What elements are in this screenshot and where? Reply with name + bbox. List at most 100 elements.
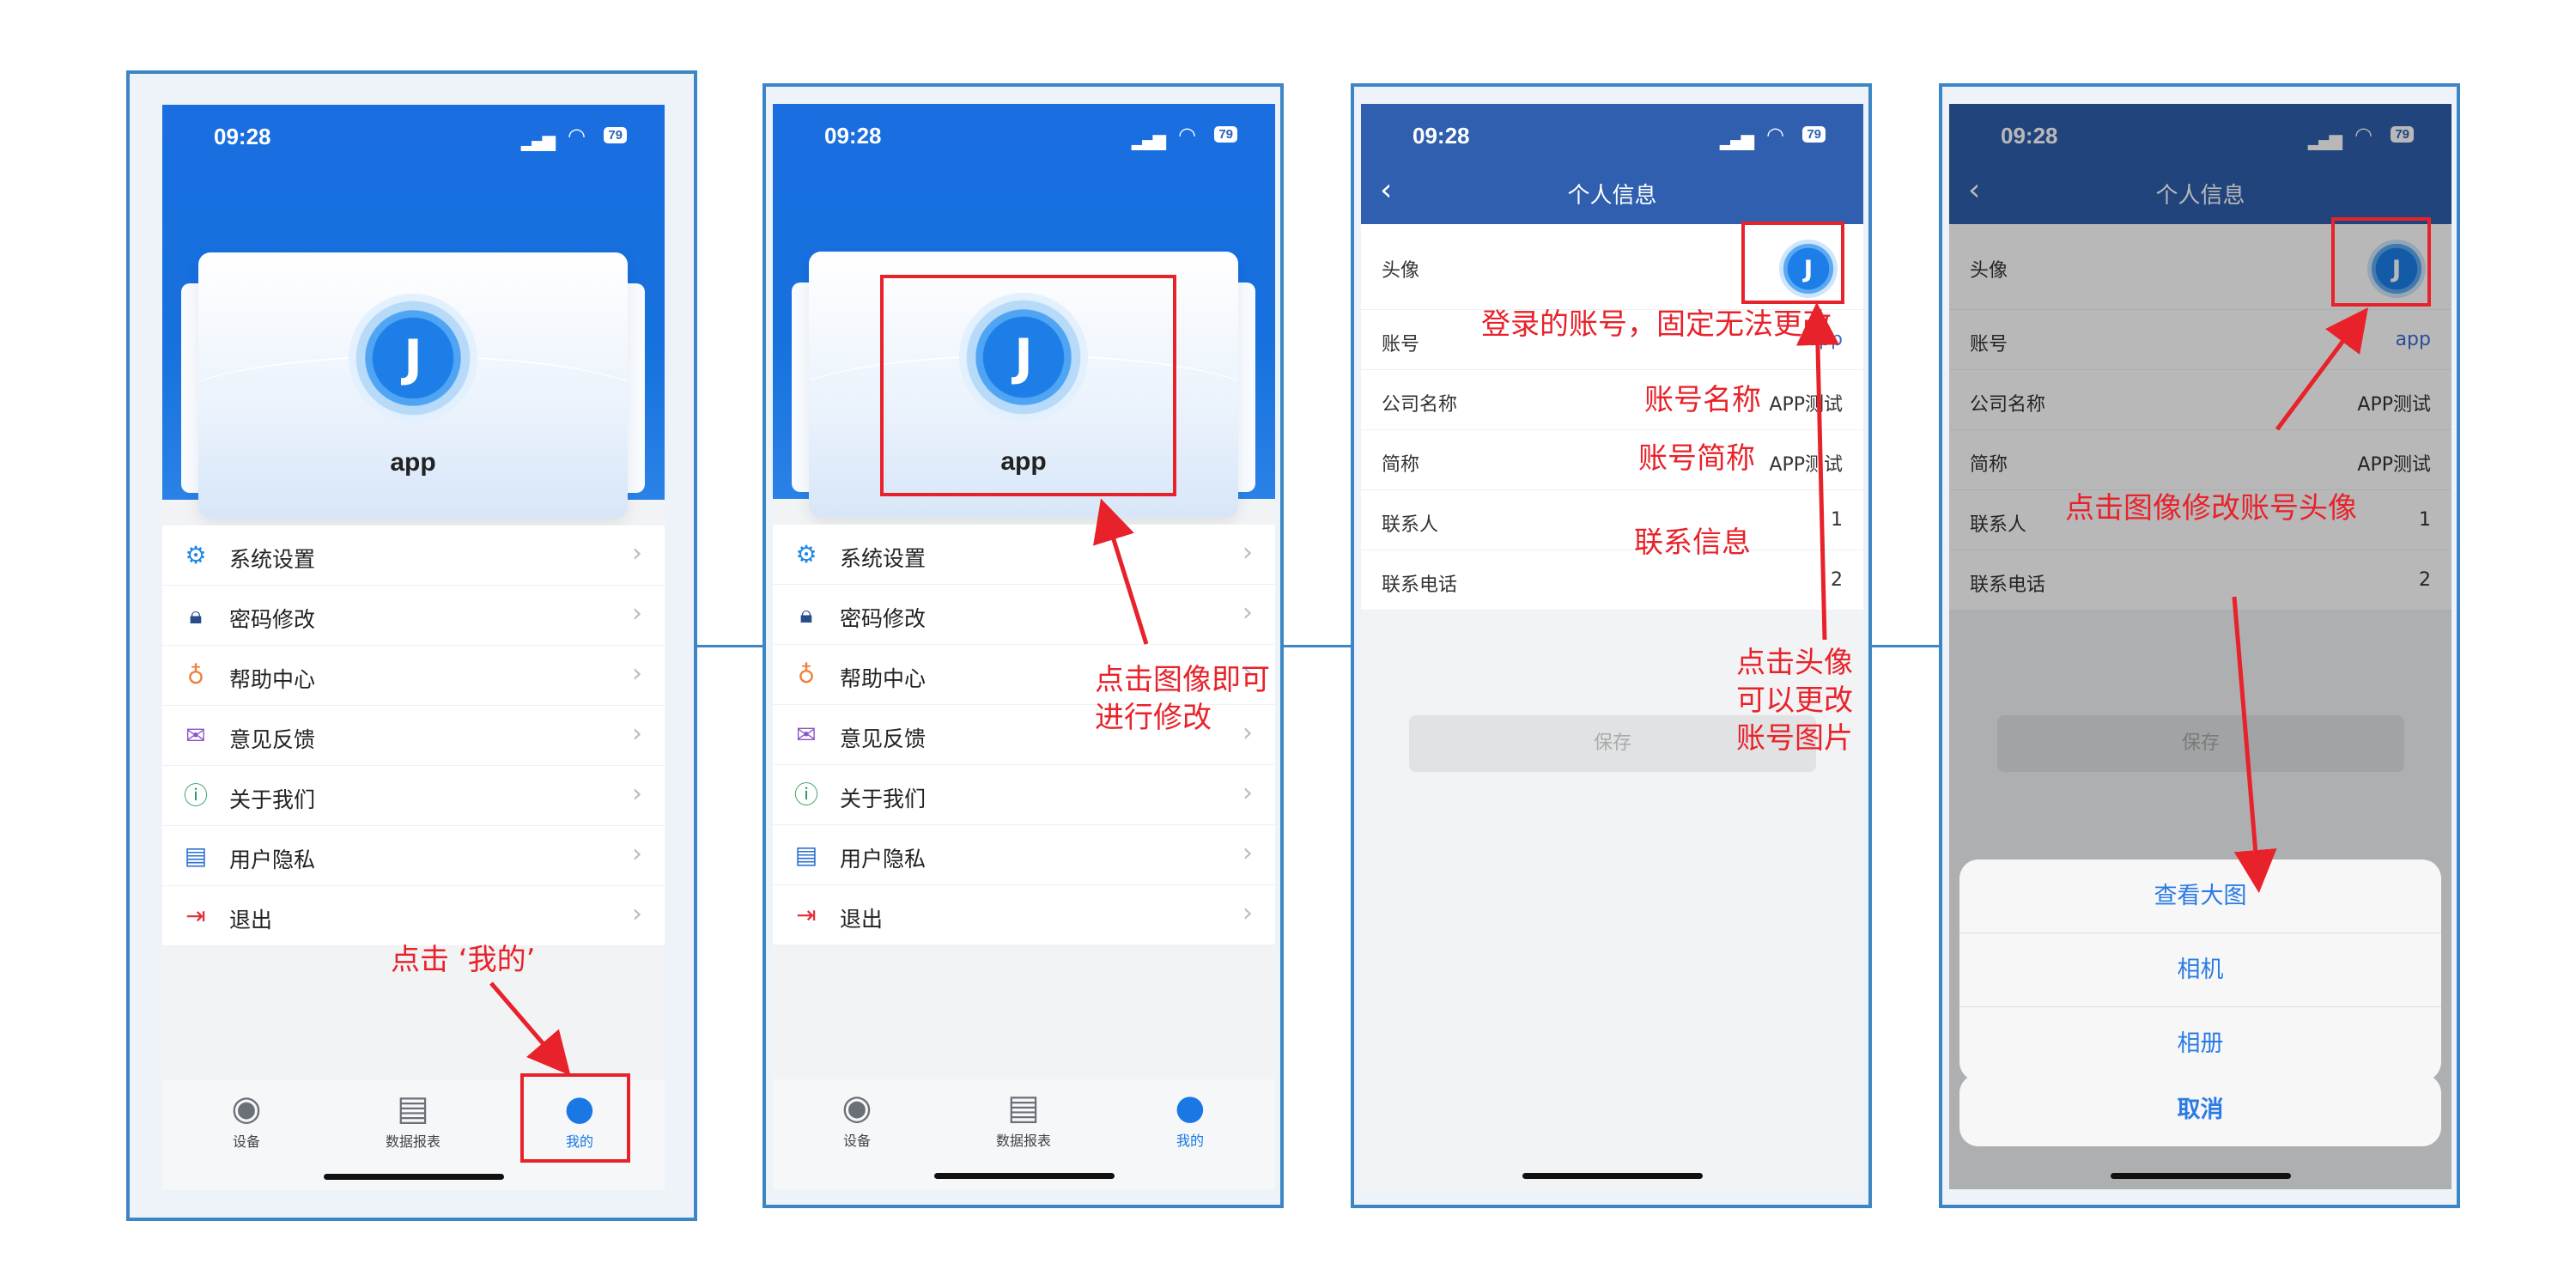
- save-button[interactable]: 保存: [1997, 715, 2404, 772]
- logo-icon: J: [1014, 328, 1033, 386]
- wifi-icon: ◠: [1178, 123, 1196, 147]
- menu-item-label: 密码修改: [840, 606, 927, 631]
- mail-icon: ✉: [796, 720, 817, 749]
- chevron-right-icon: ›: [1242, 598, 1253, 628]
- battery-icon: 79: [2391, 126, 2414, 143]
- info-icon: ⓘ: [793, 781, 818, 809]
- signal-icon: ▂▄▆: [1719, 130, 1754, 150]
- step-2-frame: 09:28 ▂▄▆ ◠ 79 J app ⚙系统设置› 🔒︎密码修改› ♁帮助中…: [762, 83, 1284, 1208]
- tab-bar: ◉设备 ▤数据报表 ●我的: [773, 1079, 1275, 1189]
- tab-device[interactable]: ◉设备: [186, 1087, 307, 1151]
- back-chevron-icon[interactable]: ‹: [1968, 173, 1981, 208]
- menu-item-privacy[interactable]: ▤ 用户隐私 ›: [162, 826, 665, 886]
- step-1-frame: 09:28 ▂▄▆ ◠ 79 J app ⚙系统设置› 🔒︎ 密码修改 › ♁帮助中…: [126, 70, 697, 1221]
- tab-mine[interactable]: ●我的: [519, 1087, 640, 1151]
- menu-item-password[interactable]: 🔒︎密码修改›: [773, 585, 1275, 645]
- status-time: 09:28: [214, 124, 271, 149]
- menu-item-label: 用户隐私: [229, 848, 316, 872]
- notebook-icon: ▤: [184, 841, 208, 870]
- tab-reports[interactable]: ▤数据报表: [963, 1086, 1084, 1150]
- avatar[interactable]: J: [2367, 240, 2426, 298]
- status-time: 09:28: [1413, 123, 1470, 149]
- note-account-name: 账号名称: [1644, 383, 1761, 417]
- row-label: 账号: [1970, 334, 2008, 355]
- note-account-fixed: 登录的账号，固定无法更改: [1481, 307, 1832, 342]
- menu-item-help[interactable]: ♁帮助中心›: [162, 646, 665, 706]
- cancel-button[interactable]: 取消: [2177, 1097, 2224, 1123]
- menu-item-logout[interactable]: ⇥退出›: [162, 886, 665, 946]
- menu-item-label: 密码修改: [229, 607, 316, 632]
- menu-item-logout[interactable]: ⇥退出›: [773, 885, 1275, 945]
- status-bar: 09:28 ▂▄▆ ◠ 79: [162, 105, 665, 173]
- tab-reports[interactable]: ▤数据报表: [353, 1087, 473, 1151]
- row-value: APP测试: [2357, 394, 2431, 416]
- menu-item-label: 退出: [229, 908, 273, 933]
- avatar[interactable]: J: [1779, 240, 1838, 298]
- tab-device[interactable]: ◉设备: [797, 1086, 917, 1150]
- menu-item-label: 用户隐私: [840, 847, 927, 872]
- row-value: 2: [2419, 569, 2431, 591]
- row-label: 公司名称: [1970, 394, 2046, 416]
- row-avatar[interactable]: 头像 J: [1361, 224, 1863, 310]
- wifi-icon: ◠: [568, 124, 586, 148]
- highlight-avatar-sheet: [2331, 217, 2431, 307]
- clipboard-icon: ▤: [397, 1089, 429, 1128]
- note-account-short: 账号简称: [1638, 441, 1755, 476]
- row-label: 联系人: [1970, 514, 2027, 536]
- menu-item-feedback[interactable]: ✉意见反馈›: [162, 706, 665, 766]
- home-indicator: [1522, 1173, 1703, 1179]
- avatar[interactable]: J: [959, 293, 1088, 422]
- tab-label: 我的: [565, 1133, 593, 1150]
- menu-item-settings[interactable]: ⚙系统设置›: [162, 526, 665, 586]
- menu-item-feedback[interactable]: ✉意见反馈›: [773, 705, 1275, 765]
- menu-item-settings[interactable]: ⚙系统设置›: [773, 525, 1275, 585]
- row-company[interactable]: 公司名称 APP测试: [1949, 370, 2451, 430]
- page-title: 个人信息: [1567, 183, 1657, 209]
- action-album[interactable]: 相册: [2177, 1030, 2224, 1057]
- mail-icon: ✉: [185, 721, 206, 750]
- logout-icon: ⇥: [185, 902, 206, 930]
- profile-card[interactable]: J app: [198, 252, 628, 519]
- page-title: 个人信息: [2155, 183, 2245, 209]
- status-time: 09:28: [2001, 123, 2058, 149]
- menu-item-label: 帮助中心: [840, 666, 927, 691]
- menu-item-password[interactable]: 🔒︎密码修改›: [162, 586, 665, 646]
- action-camera[interactable]: 相机: [1959, 933, 2441, 1007]
- chevron-right-icon: ›: [632, 839, 642, 869]
- menu-item-label: 系统设置: [229, 547, 316, 572]
- nav-bar: ‹ 个人信息: [1949, 104, 2451, 224]
- back-chevron-icon[interactable]: ‹: [1380, 173, 1393, 208]
- info-icon: ⓘ: [183, 781, 208, 810]
- row-value: APP测试: [1769, 394, 1843, 416]
- tab-mine[interactable]: ●我的: [1130, 1086, 1250, 1150]
- row-value: app: [2395, 329, 2431, 350]
- row-value: APP测试: [1769, 454, 1843, 476]
- row-label: 头像: [1382, 260, 1420, 282]
- save-button[interactable]: 保存: [1409, 715, 1816, 772]
- menu-item-privacy[interactable]: ▤用户隐私›: [773, 825, 1275, 885]
- lock-icon: 🔒︎: [189, 601, 203, 629]
- note-click-avatar-3: 账号图片: [1736, 721, 1853, 756]
- avatar[interactable]: J: [349, 294, 477, 422]
- row-value: 1: [1831, 509, 1843, 531]
- action-view-large[interactable]: 查看大图: [1959, 860, 2441, 933]
- menu-item-label: 关于我们: [840, 787, 927, 811]
- chevron-right-icon: ›: [1242, 538, 1253, 568]
- menu-item-label: 意见反馈: [229, 727, 316, 752]
- menu-item-help[interactable]: ♁帮助中心›: [773, 645, 1275, 705]
